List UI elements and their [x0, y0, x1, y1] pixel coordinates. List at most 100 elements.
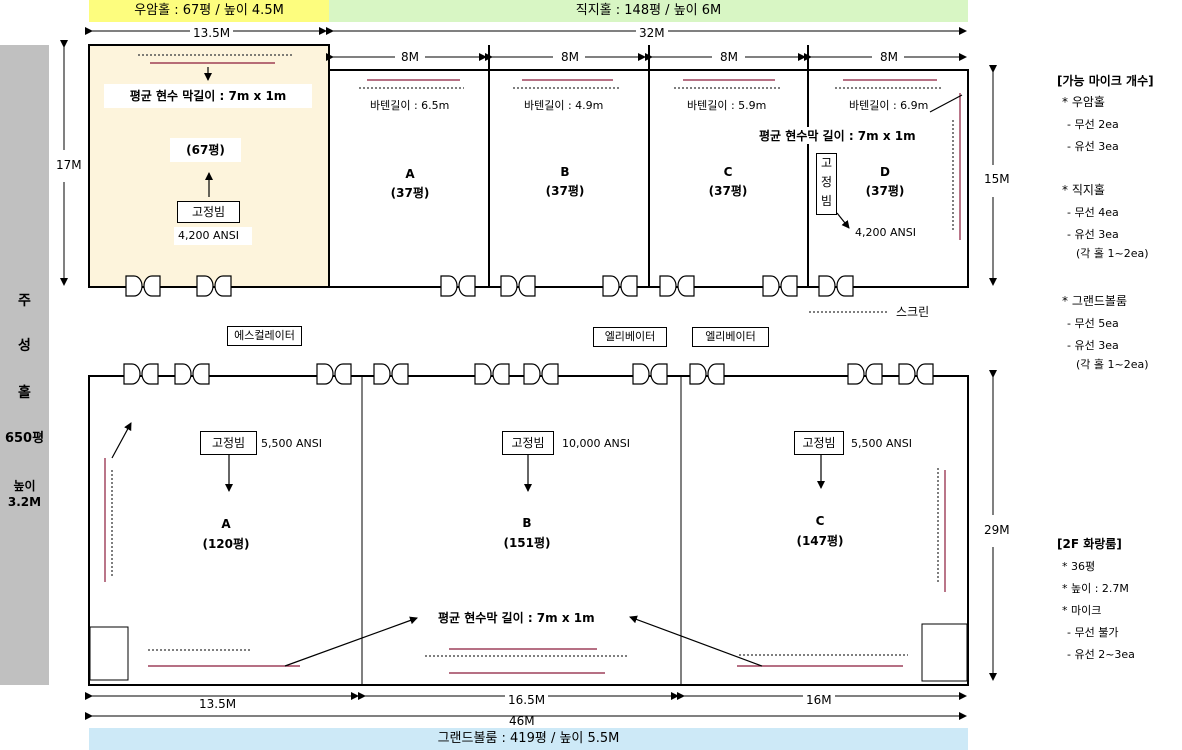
- double-door-icon: [174, 363, 210, 385]
- jikji-c-batten: 바텐길이 : 5.9m: [687, 99, 767, 112]
- elevator-2-label: 엘리베이터: [692, 327, 769, 347]
- double-door-icon: [125, 275, 161, 297]
- mic-grand-each: (각 홀 1~2ea): [1076, 358, 1149, 371]
- mic-uam-wired: - 유선 3ea: [1067, 140, 1119, 153]
- grand-c-area: (147평): [796, 534, 844, 548]
- double-door-icon: [500, 275, 536, 297]
- grand-b-ansi: 10,000 ANSI: [562, 437, 630, 450]
- mic-jikji-wired: - 유선 3ea: [1067, 228, 1119, 241]
- mic-jikji-each: (각 홀 1~2ea): [1076, 247, 1149, 260]
- grand-a-name: A: [221, 517, 231, 531]
- jikji-beam-char-3: 빔: [820, 194, 833, 208]
- f2-mic: * 마이크: [1062, 604, 1102, 617]
- double-door-icon: [659, 275, 695, 297]
- double-door-icon: [898, 363, 934, 385]
- jikji-hall-banner: 직지홀 : 148평 / 높이 6M: [329, 0, 968, 22]
- side-char-1: 주: [18, 293, 31, 309]
- grand-b-name: B: [522, 516, 532, 530]
- double-door-icon: [123, 363, 159, 385]
- jikji-fixed-beam: 고 정 빔: [816, 153, 837, 215]
- uam-hall-banner: 우암홀 : 67평 / 높이 4.5M: [89, 0, 329, 22]
- dim-jikji-height: 15M: [984, 172, 1010, 186]
- dim-grand-b-width: 16.5M: [505, 693, 549, 707]
- mic-uam: * 우암홀: [1062, 95, 1105, 109]
- double-door-icon: [762, 275, 798, 297]
- side-height-label: 높이: [13, 479, 36, 493]
- grand-screens: [104, 422, 946, 674]
- elevator-1-label: 엘리베이터: [593, 327, 667, 347]
- dim-grand-a-width: 13.5M: [199, 697, 237, 711]
- uam-ansi-label: 4,200 ANSI: [174, 227, 252, 245]
- grand-b-fixed-beam: 고정빔: [502, 431, 554, 455]
- f2-wired: - 유선 2~3ea: [1067, 648, 1135, 661]
- dim-room-b-width: 8M: [561, 50, 579, 64]
- double-door-icon: [440, 275, 476, 297]
- double-door-icon: [523, 363, 559, 385]
- escalator-label: 에스컬레이터: [227, 326, 302, 346]
- double-door-icon: [602, 275, 638, 297]
- grand-c-name: C: [815, 514, 825, 528]
- jikji-room-b-area: (37평): [545, 184, 585, 198]
- mic-title: [가능 마이크 개수]: [1057, 74, 1154, 88]
- grand-c-ansi: 5,500 ANSI: [851, 437, 912, 450]
- uam-fixed-beam: 고정빔: [177, 201, 240, 223]
- side-area: 650평: [4, 431, 45, 446]
- jikji-screen-label: 평균 현수막 길이 : 7m x 1m: [759, 127, 916, 144]
- grand-b-area: (151평): [503, 536, 551, 550]
- side-char-3: 홀: [18, 385, 31, 401]
- jikji-room-a-name: A: [405, 167, 415, 181]
- jikji-beam-char-1: 고: [820, 156, 833, 170]
- door-symbols: [123, 275, 934, 385]
- side-height-value: 3.2M: [7, 495, 42, 509]
- double-door-icon: [373, 363, 409, 385]
- jikji-room-d-area: (37평): [865, 184, 905, 198]
- f2-area: * 36평: [1062, 560, 1096, 573]
- jikji-screens: [359, 79, 963, 240]
- dim-grand-height: 29M: [984, 523, 1010, 537]
- f2-title: [2F 화랑룸]: [1057, 537, 1122, 551]
- double-door-icon: [689, 363, 725, 385]
- jikji-a-batten: 바텐길이 : 6.5m: [370, 99, 450, 112]
- screen-legend-label: 스크린: [896, 305, 930, 319]
- grand-a-ansi: 5,500 ANSI: [261, 437, 322, 450]
- dim-uam-width: 13.5M: [190, 26, 234, 40]
- grand-screen-label: 평균 현수막 길이 : 7m x 1m: [438, 609, 595, 626]
- dim-room-c-width: 8M: [720, 50, 738, 64]
- double-door-icon: [632, 363, 668, 385]
- mic-uam-wireless: - 무선 2ea: [1067, 118, 1119, 131]
- dim-room-a-width: 8M: [401, 50, 419, 64]
- double-door-icon: [474, 363, 510, 385]
- uam-screen-label: 평균 현수 막길이 : 7m x 1m: [104, 84, 312, 108]
- mic-jikji-wireless: - 무선 4ea: [1067, 206, 1119, 219]
- dim-jikji-width: 32M: [636, 26, 668, 40]
- jusung-hall-sidebar: 주 성 홀 650평 높이 3.2M: [0, 45, 49, 685]
- jikji-room-c-name: C: [723, 165, 733, 179]
- mic-grand-wired: - 유선 3ea: [1067, 339, 1119, 352]
- dim-room-d-width: 8M: [880, 50, 898, 64]
- jikji-d-batten: 바텐길이 : 6.9m: [849, 99, 929, 112]
- double-door-icon: [847, 363, 883, 385]
- mic-grand: * 그랜드볼룸: [1062, 294, 1128, 308]
- dim-grand-c-width: 16M: [803, 693, 835, 707]
- dim-top-height: 17M: [56, 158, 82, 172]
- jikji-room-a-area: (37평): [390, 186, 430, 200]
- double-door-icon: [818, 275, 854, 297]
- jikji-b-batten: 바텐길이 : 4.9m: [524, 99, 604, 112]
- grand-a-fixed-beam: 고정빔: [200, 431, 257, 455]
- side-char-2: 성: [18, 338, 31, 354]
- grand-a-area: (120평): [202, 537, 250, 551]
- grand-c-fixed-beam: 고정빔: [794, 431, 844, 455]
- grand-ballroom-banner: 그랜드볼룸 : 419평 / 높이 5.5M: [89, 728, 968, 750]
- jikji-room-c-area: (37평): [708, 184, 748, 198]
- f2-height: * 높이 : 2.7M: [1062, 582, 1129, 595]
- jikji-beam-char-2: 정: [820, 175, 833, 189]
- f2-wireless: - 무선 불가: [1067, 626, 1119, 639]
- mic-jikji: * 직지홀: [1062, 183, 1105, 197]
- jikji-room-b-name: B: [560, 165, 570, 179]
- double-door-icon: [196, 275, 232, 297]
- mic-grand-wireless: - 무선 5ea: [1067, 317, 1119, 330]
- jikji-room-d-name: D: [880, 165, 890, 179]
- jikji-ansi-label: 4,200 ANSI: [855, 226, 916, 239]
- top-dimension-lines: [60, 27, 997, 720]
